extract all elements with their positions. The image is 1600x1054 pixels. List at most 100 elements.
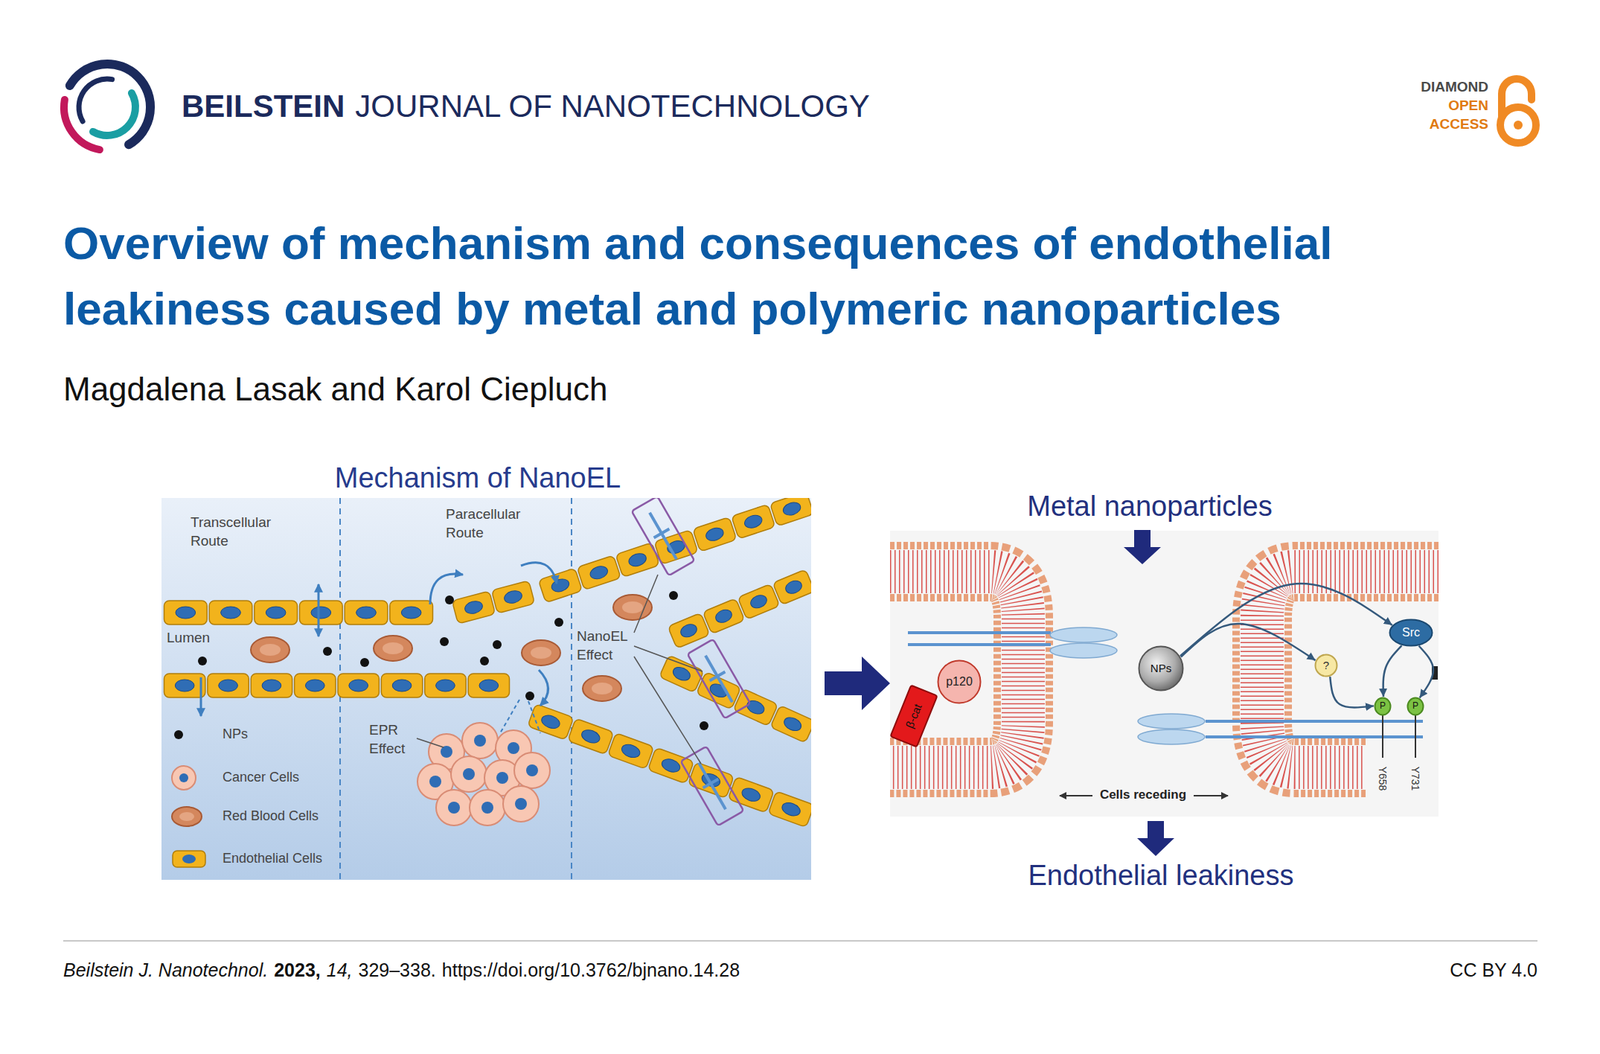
- ellipse-part: [436, 679, 456, 692]
- path-part: [430, 573, 463, 605]
- cancer-cell: [503, 785, 539, 822]
- signal-arrow: [1419, 645, 1434, 699]
- circle-part: [526, 764, 539, 777]
- residue-line: [1381, 715, 1384, 758]
- open-access-lock: [1500, 78, 1536, 143]
- rect-part: [294, 673, 336, 698]
- endothelial-cell: [667, 612, 710, 649]
- node-shape: [1315, 654, 1338, 677]
- node-text: NPs: [1150, 661, 1172, 675]
- endothelial-cell: [659, 654, 704, 693]
- legend-entry: Endothelial Cells: [222, 850, 323, 867]
- ellipse-part: [782, 715, 803, 734]
- region-label: Lumen: [166, 629, 210, 647]
- red-blood-cells: [250, 594, 652, 702]
- node-text: P: [1412, 701, 1419, 712]
- ellipse-part: [182, 854, 196, 864]
- phosphate-circle: P: [1373, 696, 1392, 716]
- ellipse-part: [179, 811, 195, 821]
- circle-part: [462, 722, 498, 759]
- journal-name: JOURNAL OF NANOTECHNOLOGY: [354, 87, 870, 126]
- effect-label: EPR Effect: [369, 721, 414, 758]
- ellipse-part: [582, 675, 622, 702]
- path-part: [1501, 78, 1532, 117]
- circle-part: [439, 637, 449, 646]
- ellipse-part: [1050, 642, 1118, 658]
- path-part: [890, 571, 1024, 768]
- line-part: [634, 656, 702, 764]
- ellipse-part: [549, 576, 571, 594]
- endothelial-cell: [731, 503, 776, 539]
- node-text: P: [1379, 701, 1386, 712]
- journal-masthead: BEILSTEINJOURNAL OF NANOTECHNOLOGY: [181, 87, 870, 126]
- journal-logo: [64, 64, 151, 150]
- junction-panel: [890, 530, 1439, 817]
- endothelial-cell: [344, 600, 388, 625]
- endothelial-cell: [250, 673, 292, 698]
- endothelial-cell: [254, 600, 298, 625]
- path-part: [890, 571, 1024, 768]
- rect-part: [337, 673, 379, 698]
- line-part: [654, 529, 670, 539]
- ellipse-part: [779, 800, 802, 818]
- signal-arrow: [1181, 623, 1316, 661]
- rect-part: [702, 598, 745, 635]
- g-part: [1180, 583, 1434, 707]
- rect-part: [164, 673, 206, 698]
- ellipse-part: [174, 679, 195, 692]
- access-badge: DIAMOND: [1420, 78, 1489, 96]
- citation-part: 14,: [326, 958, 353, 981]
- circle-part: [514, 797, 527, 810]
- circle-part: [1500, 107, 1536, 143]
- endothelial-cell: [737, 583, 780, 620]
- circle-part: [448, 801, 460, 814]
- rect-part: [468, 673, 510, 698]
- ellipse-part: [678, 622, 699, 640]
- ellipse-part: [579, 727, 602, 746]
- ellipse-part: [250, 637, 290, 663]
- line-part: [649, 512, 677, 559]
- circle-part: [462, 768, 475, 780]
- circle-part: [1513, 120, 1523, 130]
- route-arrows: [200, 562, 557, 734]
- rect-part: [172, 850, 206, 867]
- signal-arrow: [1329, 676, 1374, 707]
- down-arrow: [1123, 529, 1161, 565]
- rect-part: [381, 673, 422, 698]
- rect-part: [608, 733, 655, 770]
- path-part: [64, 99, 100, 150]
- rect-part: [451, 590, 495, 624]
- circle-part: [450, 756, 487, 792]
- author-list: Magdalena Lasak and Karol Ciepluch: [63, 369, 608, 410]
- leader-lines: [416, 574, 703, 764]
- circle-part: [514, 752, 550, 789]
- circle-part: [480, 656, 489, 666]
- journal-name: BEILSTEIN: [181, 87, 345, 126]
- rect-part: [680, 746, 745, 827]
- line-part: [705, 655, 733, 702]
- rect-part: [770, 705, 812, 743]
- endothelial-cell: [491, 580, 535, 614]
- rect-part: [161, 497, 812, 880]
- junction-boxes: [631, 497, 751, 826]
- g-part: [631, 497, 696, 576]
- panel-heading: Mechanism of NanoEL: [334, 461, 621, 496]
- ellipse-part: [261, 679, 282, 692]
- rect-part: [648, 747, 695, 784]
- rect-part: [299, 600, 344, 625]
- rect-part: [576, 555, 621, 591]
- ellipse-part: [521, 640, 561, 666]
- rect-part: [772, 569, 812, 606]
- line-part: [416, 738, 444, 748]
- endothelial-cell: [164, 673, 206, 698]
- line-part: [200, 677, 203, 716]
- line-part: [907, 631, 1051, 635]
- node-text: ?: [1323, 658, 1330, 672]
- ellipse-part: [619, 741, 642, 760]
- circle-part: [481, 801, 494, 814]
- endothelial-cell: [468, 673, 510, 698]
- mechanism-panel: [161, 497, 812, 880]
- citation-part: Beilstein J. Nanotechnol.: [63, 958, 268, 981]
- rect-part: [344, 600, 388, 625]
- ellipse-part: [221, 606, 242, 619]
